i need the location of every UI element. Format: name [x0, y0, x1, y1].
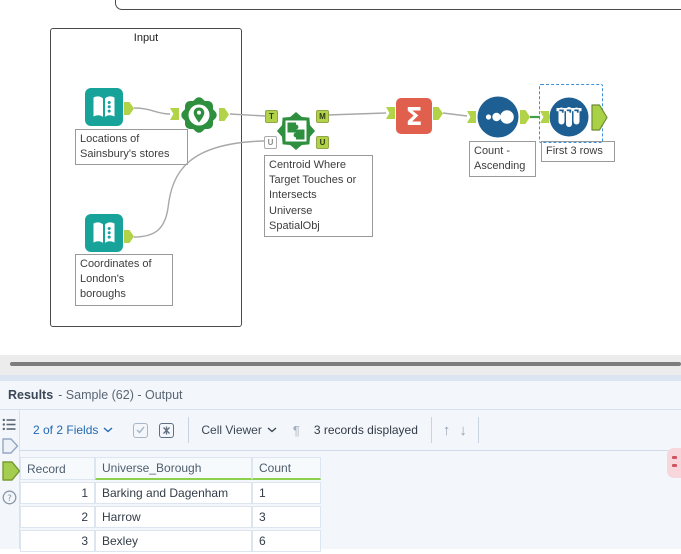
final-output-anchor[interactable] [591, 104, 608, 136]
universe-input-anchor[interactable]: U [264, 136, 277, 149]
output-anchor[interactable] [219, 108, 229, 121]
sigma-icon: Σ [396, 98, 432, 134]
output-arrow-icon [591, 104, 608, 131]
results-header: Results - Sample (62) - Output [0, 381, 681, 410]
records-displayed-label: 3 records displayed [313, 423, 418, 437]
pilcrow-icon[interactable]: ¶ [292, 422, 300, 438]
results-toolbar: 2 of 2 Fields Cell Viewer ¶ 3 records di… [19, 410, 681, 478]
input-data-book-icon [85, 214, 123, 252]
column-header-record[interactable]: Record [20, 457, 95, 480]
fields-dropdown[interactable]: 2 of 2 Fields [33, 423, 113, 437]
input-data-tool-1[interactable] [85, 88, 123, 131]
ascending-dots-icon [477, 96, 519, 138]
results-subtitle: - Sample (62) - Output [58, 388, 183, 402]
panel-splitter[interactable] [0, 355, 681, 375]
cell-record[interactable]: 3 [20, 530, 95, 552]
annotation-spatial-match[interactable]: Centroid Where Target Touches or Interse… [264, 155, 373, 237]
cell-viewer-dropdown[interactable]: Cell Viewer [201, 423, 277, 437]
input-anchor[interactable] [467, 111, 476, 123]
output-anchor[interactable] [124, 102, 134, 115]
input-anchor[interactable] [386, 107, 395, 119]
annotation-input2[interactable]: Coordinates of London's boroughs [75, 254, 173, 306]
up-arrow-button[interactable]: ↑ [442, 421, 451, 439]
table-row: 1 Barking and Dagenham 1 [20, 482, 321, 504]
results-title: Results [8, 388, 54, 402]
map-pin-badge-icon [181, 97, 217, 133]
deselect-all-icon[interactable] [159, 422, 175, 438]
anchor-strip: ? [0, 410, 21, 549]
output-anchor[interactable] [520, 110, 530, 124]
input-anchor[interactable] [170, 108, 179, 120]
summarize-tool[interactable]: Σ [396, 98, 432, 139]
down-arrow-button[interactable]: ↓ [459, 421, 467, 439]
results-table: Record Universe_Borough Count 1 Barking … [20, 455, 321, 554]
matched-output-anchor[interactable]: M [316, 110, 329, 123]
button-glyph [672, 456, 677, 459]
panel-top-accent [0, 375, 681, 381]
table-header-row: Record Universe_Borough Count [20, 457, 321, 480]
create-points-tool[interactable] [180, 96, 218, 139]
chevron-down-icon [103, 427, 113, 433]
svg-text:Σ: Σ [405, 102, 422, 131]
table-row: 2 Harrow 3 [20, 506, 321, 528]
input-data-tool-2[interactable] [85, 214, 123, 257]
test-tubes-icon [549, 97, 589, 137]
cell-borough[interactable]: Harrow [95, 506, 252, 528]
button-glyph [672, 464, 677, 467]
column-header-universe-borough[interactable]: Universe_Borough [95, 457, 252, 480]
help-icon[interactable]: ? [2, 490, 17, 510]
toolbar-divider [477, 417, 479, 443]
output-anchor-tab-icon[interactable] [2, 461, 21, 486]
annotation-sort[interactable]: Count - Ascending [469, 141, 536, 178]
cut-off-button[interactable] [667, 448, 681, 478]
annotation-input1[interactable]: Locations of Sainsbury's stores [75, 129, 188, 166]
cropped-container-edge [115, 0, 681, 10]
column-header-count[interactable]: Count [252, 457, 321, 480]
container-label: Input [133, 32, 159, 44]
toolbar-divider [188, 417, 190, 443]
target-input-anchor[interactable]: T [265, 110, 278, 123]
cell-borough[interactable]: Barking and Dagenham [95, 482, 252, 504]
svg-text:?: ? [7, 494, 12, 504]
results-panel: Results - Sample (62) - Output ? 2 of 2 [0, 381, 681, 552]
cell-record[interactable]: 1 [20, 482, 95, 504]
sample-tool[interactable] [549, 97, 589, 142]
input-anchor-tab-icon[interactable] [2, 438, 19, 459]
unmatched-output-anchor[interactable]: U [316, 136, 329, 149]
input-anchor[interactable] [540, 111, 549, 123]
workflow-canvas[interactable]: Input Locations of Sainsbury's stores Co… [0, 0, 681, 355]
cell-record[interactable]: 2 [20, 506, 95, 528]
cell-count[interactable]: 3 [252, 506, 321, 528]
annotation-sample[interactable]: First 3 rows [541, 141, 615, 163]
output-anchor[interactable] [433, 107, 443, 120]
spatial-match-tool[interactable] [277, 112, 315, 155]
cell-count[interactable]: 1 [252, 482, 321, 504]
splitter-handle[interactable] [10, 362, 681, 366]
puzzle-star-icon [277, 112, 315, 150]
toolbar-divider [430, 417, 432, 443]
chevron-down-icon [267, 427, 277, 433]
sort-tool[interactable] [477, 96, 519, 143]
input-data-book-icon [85, 88, 123, 126]
output-anchor[interactable] [124, 230, 134, 243]
select-all-checkbox-icon[interactable] [133, 422, 149, 438]
metadata-list-icon[interactable] [2, 418, 17, 436]
